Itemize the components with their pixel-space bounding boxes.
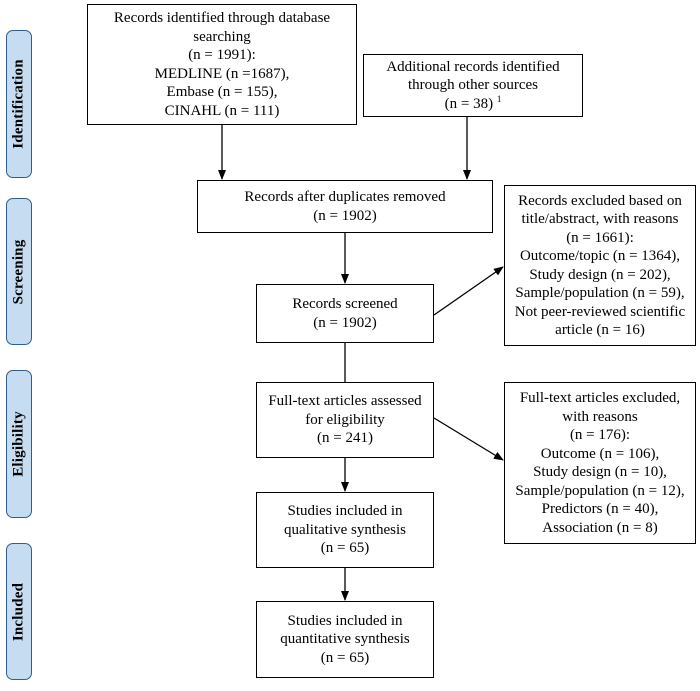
database-search-line: searching	[193, 28, 251, 45]
database-search-line: (n = 1991):	[188, 47, 256, 63]
records-excluded-line: Study design (n = 202),	[529, 266, 671, 283]
fulltext-excluded-line: Sample/population (n = 12),	[515, 482, 685, 499]
phase-identification: Identification	[6, 30, 32, 178]
records-excluded-line: Sample/population (n = 59),	[515, 285, 685, 301]
database-search-line: Embase (n = 155),	[166, 84, 278, 100]
phase-eligibility: Eligibility	[6, 370, 32, 518]
other-sources-line: Additional records identified	[386, 58, 560, 75]
footnote-marker: 1	[496, 93, 502, 104]
fulltext-excluded-line: Study design (n = 10),	[533, 464, 667, 480]
fulltext-excluded-line: Full-text articles excluded,	[519, 390, 681, 406]
fulltext-excluded-line: Outcome (n = 106),	[540, 445, 660, 462]
phase-screening: Screening	[6, 198, 32, 345]
records-excluded-line: Outcome/topic (n = 1364),	[519, 248, 681, 264]
qualitative-count: (n = 65)	[320, 540, 370, 557]
database-search-line: CINAHL (n = 111)	[164, 102, 280, 119]
fulltext-excluded-line: with reasons	[562, 408, 638, 425]
records-screened-box: Records screened (n = 1902)	[256, 284, 434, 343]
arrow-fulltext-to-excluded	[433, 417, 504, 461]
other-sources-count-line: (n = 38) 1	[444, 93, 502, 114]
qualitative-line: qualitative synthesis	[283, 521, 407, 538]
duplicates-removed-box: Records after duplicates removed (n = 19…	[197, 180, 493, 233]
records-excluded-box: Records excluded based on title/abstract…	[504, 185, 696, 346]
records-screened-line: Records screened	[292, 296, 398, 312]
other-sources-box: Additional records identified through ot…	[363, 54, 583, 117]
fulltext-excluded-line: Predictors (n = 40),	[541, 501, 659, 517]
duplicates-removed-count: (n = 1902)	[313, 207, 377, 224]
quantitative-synthesis-box: Studies included in quantitative synthes…	[256, 601, 434, 678]
qualitative-line: Studies included in	[287, 503, 403, 520]
phase-included: Included	[6, 543, 32, 680]
fulltext-assessed-line: Full-text articles assessed	[268, 393, 422, 410]
records-excluded-line: Not peer-reviewed scientific	[514, 303, 686, 320]
quantitative-count: (n = 65)	[320, 649, 370, 666]
arrow-screened-to-excluded	[433, 266, 504, 316]
quantitative-line: quantitative synthesis	[280, 631, 410, 648]
fulltext-assessed-line: for eligibility	[305, 411, 385, 428]
records-excluded-line: article (n = 16)	[555, 322, 645, 338]
fulltext-assessed-count: (n = 241)	[317, 430, 373, 447]
other-sources-count: (n = 38)	[444, 95, 494, 112]
records-excluded-line: Records excluded based on	[518, 192, 682, 209]
records-excluded-line: (n = 1661):	[566, 229, 634, 246]
qualitative-synthesis-box: Studies included in qualitative synthesi…	[256, 492, 434, 568]
records-excluded-line: title/abstract, with reasons	[521, 211, 679, 227]
records-screened-count: (n = 1902)	[313, 314, 377, 331]
database-search-line: Records identified through database	[113, 10, 331, 26]
fulltext-excluded-line: Association (n = 8)	[542, 519, 658, 536]
database-search-line: MEDLINE (n =1687),	[154, 65, 290, 82]
fulltext-excluded-box: Full-text articles excluded, with reason…	[504, 382, 696, 544]
fulltext-assessed-box: Full-text articles assessed for eligibil…	[256, 382, 434, 458]
database-search-box: Records identified through database sear…	[87, 4, 357, 125]
duplicates-removed-line: Records after duplicates removed	[244, 189, 446, 205]
other-sources-line: through other sources	[408, 77, 538, 94]
quantitative-line: Studies included in	[287, 612, 403, 629]
fulltext-excluded-line: (n = 176):	[569, 427, 631, 443]
